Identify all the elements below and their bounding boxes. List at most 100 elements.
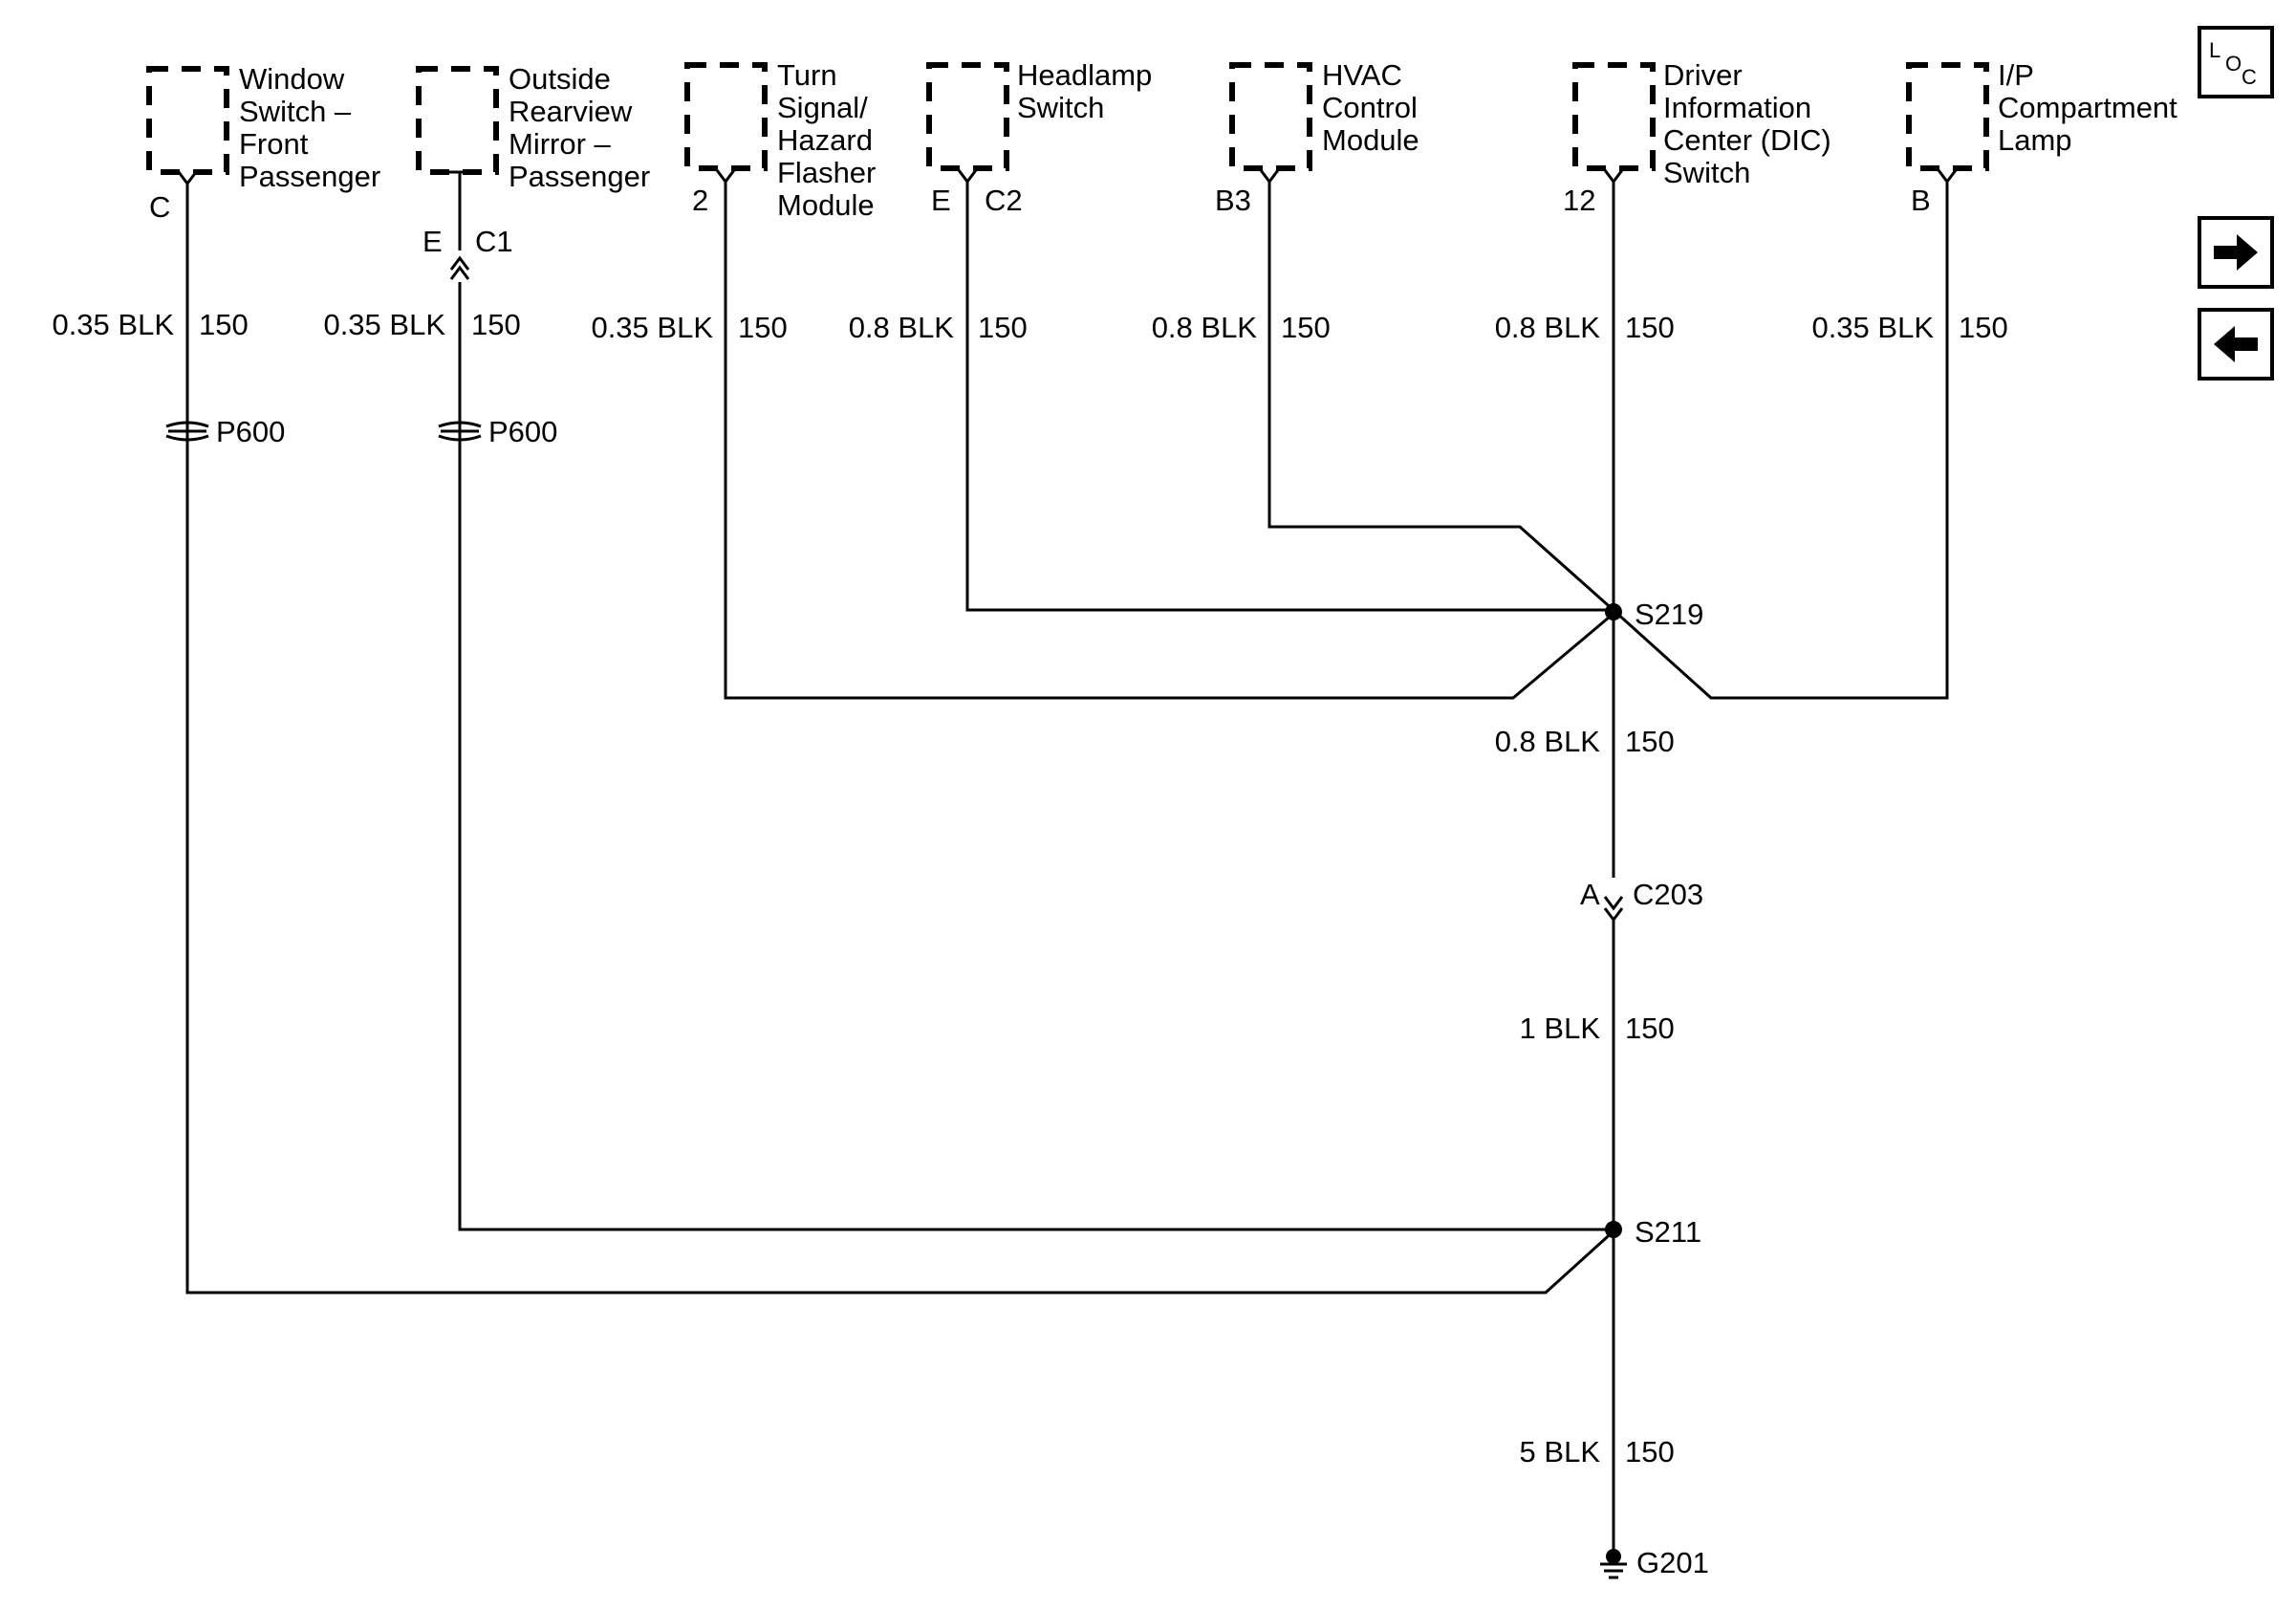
component-outside-rearview-mirror-passenger[interactable]: Outside Rearview Mirror – Passenger bbox=[416, 62, 650, 193]
splice-dot bbox=[1605, 603, 1622, 620]
terminal-icon bbox=[1603, 169, 1624, 185]
wire-label-w9: 1 BLK 150 bbox=[1520, 1012, 1675, 1045]
component-label-line: Center (DIC) bbox=[1663, 123, 1831, 157]
arrow-left-icon bbox=[2214, 326, 2258, 362]
pass-through-label: P600 bbox=[216, 415, 285, 448]
component-label-line: Outside bbox=[509, 62, 611, 96]
pass-through-p600[interactable]: P600 bbox=[165, 415, 285, 448]
wire-window-switch-to-s211 bbox=[185, 184, 1617, 1295]
component-label-line: Window bbox=[239, 62, 345, 96]
svg-text:150: 150 bbox=[978, 311, 1028, 344]
svg-text:1 BLK: 1 BLK bbox=[1520, 1012, 1601, 1045]
wire-label-w4: 0.8 BLK 150 bbox=[849, 311, 1028, 344]
component-label-line: Passenger bbox=[239, 160, 380, 193]
svg-text:0.8 BLK: 0.8 BLK bbox=[1495, 725, 1601, 758]
splice-s219[interactable]: S219 bbox=[1605, 598, 1703, 631]
terminal-icon bbox=[715, 169, 736, 185]
component-label-line: Switch – bbox=[239, 95, 352, 128]
component-headlamp-switch[interactable]: Headlamp Switch bbox=[926, 58, 1152, 171]
svg-text:150: 150 bbox=[1281, 311, 1331, 344]
wire-hvac-to-s219 bbox=[1267, 182, 1616, 614]
component-label-line: Information bbox=[1663, 91, 1811, 124]
wire-label-w2: 0.35 BLK 150 bbox=[323, 308, 520, 341]
loc-icon-l: L bbox=[2209, 38, 2220, 62]
component-label-line: Lamp bbox=[1998, 123, 2072, 157]
pin-label: C bbox=[149, 190, 170, 224]
connector-pin-label: A bbox=[1580, 878, 1600, 911]
component-dic-switch[interactable]: Driver Information Center (DIC) Switch bbox=[1572, 58, 1831, 189]
svg-text:150: 150 bbox=[738, 311, 788, 344]
component-label-line: Flasher bbox=[777, 156, 876, 189]
svg-text:0.35 BLK: 0.35 BLK bbox=[591, 311, 713, 344]
svg-text:0.8 BLK: 0.8 BLK bbox=[1152, 311, 1258, 344]
svg-text:150: 150 bbox=[1625, 311, 1675, 344]
component-label-line: Compartment bbox=[1998, 91, 2177, 124]
connector-icon bbox=[449, 255, 470, 280]
ground-g201[interactable]: G201 bbox=[1600, 1546, 1709, 1579]
svg-text:150: 150 bbox=[1959, 311, 2008, 344]
svg-text:0.35 BLK: 0.35 BLK bbox=[52, 308, 174, 341]
terminal-icon bbox=[957, 169, 978, 185]
pass-through-p600[interactable]: P600 bbox=[438, 415, 557, 448]
svg-text:150: 150 bbox=[1625, 725, 1675, 758]
connector-label: C2 bbox=[985, 184, 1023, 217]
wire-outside-mirror-to-s211 bbox=[458, 172, 1615, 1231]
loc-button[interactable]: L O C bbox=[2198, 26, 2274, 98]
component-label-line: Signal/ bbox=[777, 91, 868, 124]
svg-text:5 BLK: 5 BLK bbox=[1520, 1435, 1601, 1469]
component-label-line: HVAC bbox=[1322, 58, 1402, 92]
component-label-line: Switch bbox=[1663, 156, 1750, 189]
component-label-line: Front bbox=[239, 127, 309, 161]
pin-label: E bbox=[422, 225, 443, 258]
wire-flasher-to-s219 bbox=[724, 182, 1616, 700]
component-label-line: Module bbox=[1322, 123, 1419, 157]
component-hvac-control-module[interactable]: HVAC Control Module bbox=[1229, 58, 1419, 171]
svg-text:150: 150 bbox=[471, 308, 521, 341]
component-label-line: Hazard bbox=[777, 123, 873, 157]
splice-dot bbox=[1605, 1221, 1622, 1238]
wire-label-w1: 0.35 BLK 150 bbox=[52, 308, 248, 341]
inline-connector-c203[interactable]: A C203 bbox=[1580, 878, 1703, 923]
splice-label: S211 bbox=[1635, 1215, 1701, 1249]
wire-label-w7: 0.35 BLK 150 bbox=[1811, 311, 2007, 344]
svg-text:150: 150 bbox=[1625, 1012, 1675, 1045]
splice-s211[interactable]: S211 bbox=[1605, 1215, 1701, 1249]
svg-text:0.8 BLK: 0.8 BLK bbox=[1495, 311, 1601, 344]
component-label-line: Rearview bbox=[509, 95, 633, 128]
next-page-button[interactable] bbox=[2198, 216, 2274, 289]
pin-label: B bbox=[1911, 184, 1931, 217]
connector-label: C203 bbox=[1633, 878, 1703, 911]
terminal-icon bbox=[1937, 169, 1958, 185]
wire-label-w8: 0.8 BLK 150 bbox=[1495, 725, 1675, 758]
wire-headlamp-to-s219 bbox=[965, 182, 1615, 612]
component-turn-signal-hazard-flasher-module[interactable]: Turn Signal/ Hazard Flasher Module bbox=[684, 58, 876, 222]
loc-icon-o: O bbox=[2225, 52, 2242, 76]
prev-page-button[interactable] bbox=[2198, 308, 2274, 381]
connector-label: C1 bbox=[475, 225, 513, 258]
svg-text:150: 150 bbox=[1625, 1435, 1675, 1469]
component-label-line: Passenger bbox=[509, 160, 650, 193]
svg-text:0.35 BLK: 0.35 BLK bbox=[1811, 311, 1934, 344]
splice-label: S219 bbox=[1635, 598, 1703, 631]
wire-label-w5: 0.8 BLK 150 bbox=[1152, 311, 1331, 344]
pass-through-icon bbox=[165, 421, 209, 442]
pin-label: 2 bbox=[692, 184, 708, 217]
component-label-line: Mirror – bbox=[509, 127, 612, 161]
svg-text:0.8 BLK: 0.8 BLK bbox=[849, 311, 955, 344]
wire-ip-lamp-to-s219 bbox=[1614, 182, 1949, 700]
arrow-right-icon bbox=[2214, 234, 2258, 271]
wire-label-w3: 0.35 BLK 150 bbox=[591, 311, 787, 344]
component-label-line: Control bbox=[1322, 91, 1418, 124]
pass-through-label: P600 bbox=[488, 415, 557, 448]
component-ip-compartment-lamp[interactable]: I/P Compartment Lamp bbox=[1906, 58, 2177, 171]
pass-through-icon bbox=[438, 421, 482, 442]
svg-text:150: 150 bbox=[199, 308, 249, 341]
connector-icon bbox=[1603, 896, 1624, 923]
loc-icon-c: C bbox=[2242, 65, 2257, 89]
component-window-switch-front-passenger[interactable]: Window Switch – Front Passenger bbox=[146, 62, 380, 193]
component-label-line: Switch bbox=[1017, 91, 1104, 124]
component-label-line: Driver bbox=[1663, 58, 1743, 92]
svg-text:0.35 BLK: 0.35 BLK bbox=[323, 308, 445, 341]
pin-label: 12 bbox=[1563, 184, 1595, 217]
